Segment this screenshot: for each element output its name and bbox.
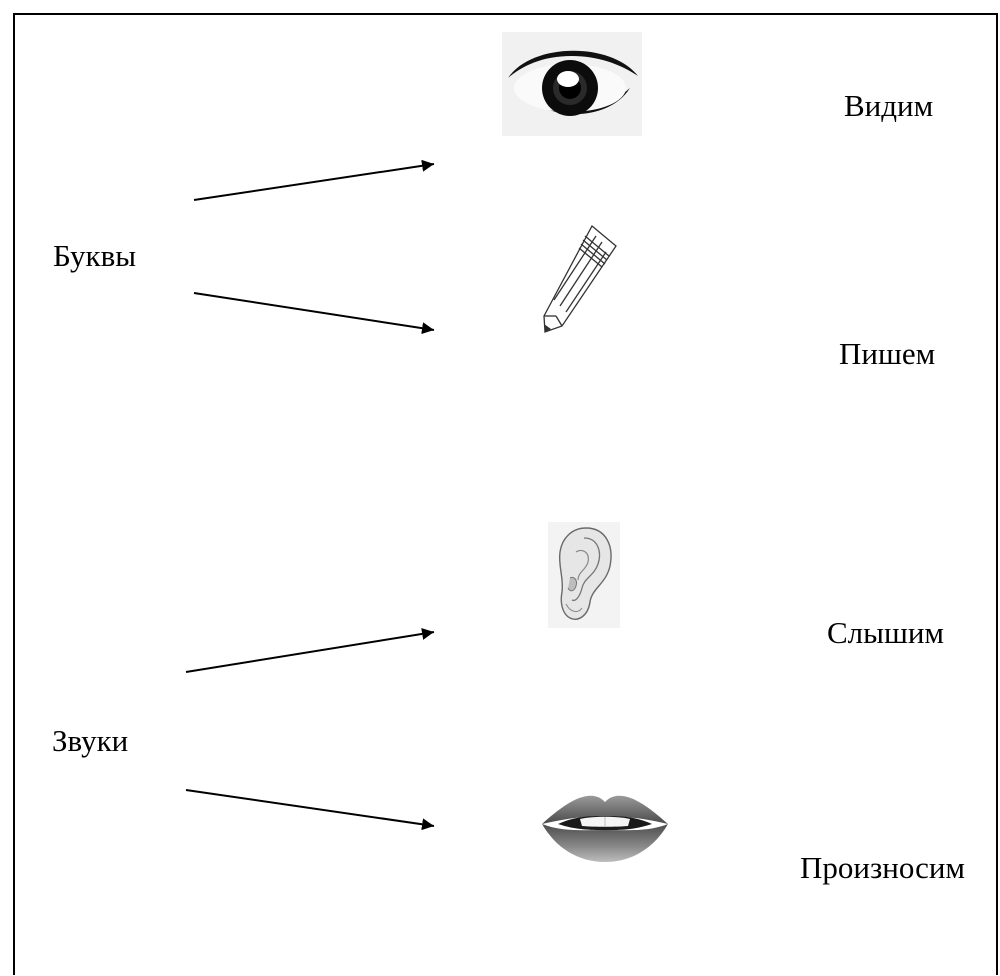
ear-icon bbox=[548, 522, 620, 628]
arrow-sounds-to-lips bbox=[186, 790, 434, 826]
arrow-letters-to-pencil bbox=[194, 293, 434, 330]
pencil-icon bbox=[538, 220, 622, 336]
eye-icon bbox=[502, 32, 642, 136]
lips-icon bbox=[540, 786, 670, 866]
arrow-sounds-to-ear bbox=[186, 632, 434, 672]
arrow-letters-to-eye bbox=[194, 164, 434, 200]
